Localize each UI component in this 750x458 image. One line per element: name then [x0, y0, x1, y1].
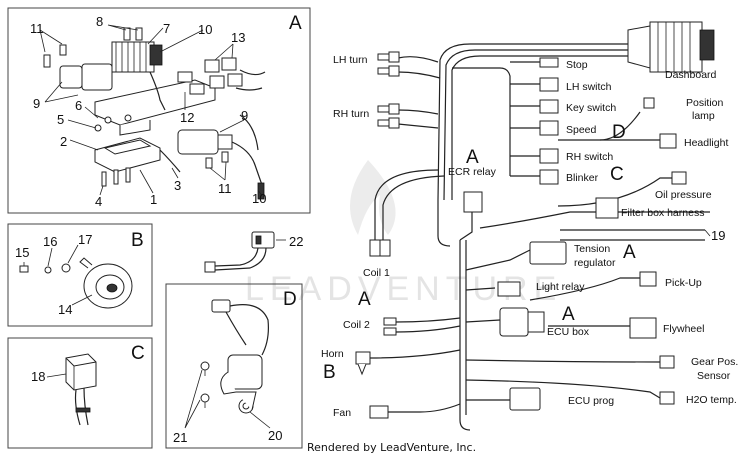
- callout-letter: A: [562, 304, 575, 325]
- label-tension-regulator: Tension: [574, 243, 610, 255]
- label-fan: Fan: [333, 407, 351, 419]
- label-speed: Speed: [566, 124, 597, 136]
- label-flywheel: Flywheel: [663, 323, 704, 335]
- callout-letter: C: [610, 164, 624, 185]
- label-coil-2: Coil 2: [343, 319, 370, 331]
- label-tension-regulator-2: regulator: [574, 257, 616, 269]
- label-h2o-temp: H2O temp.: [686, 394, 737, 406]
- panel-b-letter: B: [131, 230, 144, 251]
- label-light-relay: Light relay: [536, 281, 585, 293]
- panel-b-frame: [7, 223, 153, 327]
- label-ecr-relay: ECR relay: [448, 166, 497, 178]
- part-number: 8: [96, 14, 103, 29]
- label-rh-turn: RH turn: [333, 108, 369, 120]
- label-horn: Horn: [321, 348, 344, 360]
- label-lh-turn: LH turn: [333, 54, 368, 66]
- panel-c-letter: C: [131, 343, 145, 364]
- label-gear-pos-sensor: Gear Pos.: [691, 356, 738, 368]
- label-oil-pressure: Oil pressure: [655, 189, 712, 201]
- relay-illustration: [46, 353, 97, 426]
- part-number: 11: [30, 21, 44, 36]
- part-number: 16: [43, 234, 57, 249]
- label-rh-switch: RH switch: [566, 151, 613, 163]
- label-lh-switch: LH switch: [566, 81, 612, 93]
- part-number: 3: [174, 178, 181, 193]
- part-22-illustration: [204, 231, 286, 273]
- label-pick-up: Pick-Up: [665, 277, 702, 289]
- part-number: 2: [60, 134, 67, 149]
- label-gear-pos-sensor-2: Sensor: [697, 370, 731, 382]
- part-number: 14: [58, 302, 72, 317]
- label-dashboard: Dashboard: [665, 69, 717, 81]
- part-number: 10: [252, 191, 266, 206]
- horn-illustration: [19, 244, 133, 309]
- part-number: 15: [15, 245, 29, 260]
- label-stop: Stop: [566, 59, 588, 71]
- part-number: 19: [711, 228, 725, 243]
- part-number: 9: [33, 96, 40, 111]
- part-number: 20: [268, 428, 282, 443]
- label-ecu-prog: ECU prog: [568, 395, 614, 407]
- panel-a-leaders: [39, 24, 263, 197]
- main-harness: [355, 21, 715, 431]
- part-number: 11: [218, 181, 232, 196]
- part-number: 22: [289, 234, 303, 249]
- footer-credit: Rendered by LeadVenture, Inc.: [307, 441, 476, 454]
- label-key-switch: Key switch: [566, 102, 616, 114]
- label-filter-box-harness: Filter box harness: [621, 207, 704, 219]
- label-position-lamp-2: lamp: [692, 110, 715, 122]
- part-number: 9: [241, 108, 248, 123]
- part-number: 5: [57, 112, 64, 127]
- callout-letter: B: [323, 362, 336, 383]
- panel-d-letter: D: [283, 289, 297, 310]
- callout-letter: A: [358, 289, 371, 310]
- panel-c-frame: [7, 337, 153, 449]
- part-number: 6: [75, 98, 82, 113]
- part-number: 1: [150, 192, 157, 207]
- callout-letter: D: [612, 122, 626, 143]
- part-number: 12: [180, 110, 194, 125]
- part-number: 4: [95, 194, 102, 209]
- label-coil-1: Coil 1: [363, 267, 390, 279]
- part-number: 10: [198, 22, 212, 37]
- part-number: 21: [173, 430, 187, 445]
- callout-letter: A: [466, 147, 479, 168]
- part-number: 18: [31, 369, 45, 384]
- panel-d-frame: [165, 283, 303, 449]
- speed-sensor-illustration: [184, 299, 271, 429]
- panel-a-letter: A: [289, 13, 302, 34]
- label-blinker: Blinker: [566, 172, 599, 184]
- label-ecu-box: ECU box: [547, 326, 590, 338]
- part-number: 17: [78, 232, 92, 247]
- part-number: 13: [231, 30, 245, 45]
- part-number: 7: [163, 21, 170, 36]
- label-position-lamp: Position: [686, 97, 724, 109]
- callout-letter: A: [623, 242, 636, 263]
- panel-a-parts: [43, 27, 266, 200]
- label-headlight: Headlight: [684, 137, 728, 149]
- panel-a-frame: [7, 7, 311, 214]
